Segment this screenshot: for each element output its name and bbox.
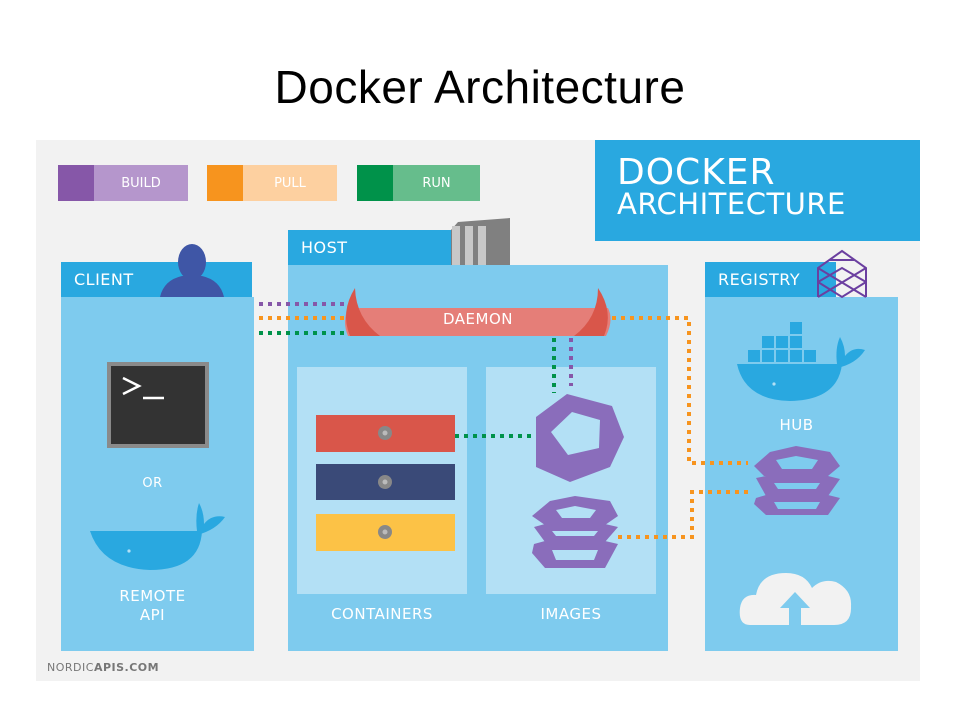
registry-header-label: REGISTRY: [718, 270, 801, 289]
images-label: IMAGES: [540, 605, 602, 623]
host-header: HOST: [288, 230, 451, 265]
slide-title: Docker Architecture: [274, 61, 686, 113]
source-credit: NORDICAPIS.COM: [47, 661, 159, 674]
legend-build-swatch: [58, 165, 94, 201]
legend-build-label: BUILD: [94, 165, 188, 201]
legend-build: BUILD: [58, 165, 188, 201]
client-panel: [61, 297, 254, 651]
images-area: [486, 367, 656, 594]
legend-run: RUN: [357, 165, 480, 201]
containers-label: CONTAINERS: [331, 605, 433, 623]
brand-box: DOCKER ARCHITECTURE: [595, 140, 920, 241]
source-credit-light: NORDIC: [47, 661, 94, 674]
client-header: CLIENT: [61, 262, 252, 297]
source-credit-bold: APIS.COM: [93, 661, 160, 674]
brand-title-line1: DOCKER: [617, 152, 776, 193]
containers-area: [297, 367, 467, 594]
legend-pull-swatch: [207, 165, 243, 201]
hub-label: HUB: [779, 416, 814, 434]
registry-header: REGISTRY: [705, 262, 836, 297]
legend-run-label: RUN: [393, 165, 480, 201]
legend-pull: PULL: [207, 165, 337, 201]
legend-pull-label: PULL: [243, 165, 337, 201]
legend-run-swatch: [357, 165, 393, 201]
host-header-label: HOST: [301, 238, 348, 257]
remote-api-label: REMOTE API: [61, 587, 244, 625]
or-label: OR: [142, 476, 163, 491]
brand-title-line2: ARCHITECTURE: [617, 187, 846, 221]
remote-api-line1: REMOTE: [119, 587, 186, 605]
client-header-label: CLIENT: [74, 270, 134, 289]
registry-panel: [705, 297, 898, 651]
remote-api-line2: API: [139, 606, 166, 624]
